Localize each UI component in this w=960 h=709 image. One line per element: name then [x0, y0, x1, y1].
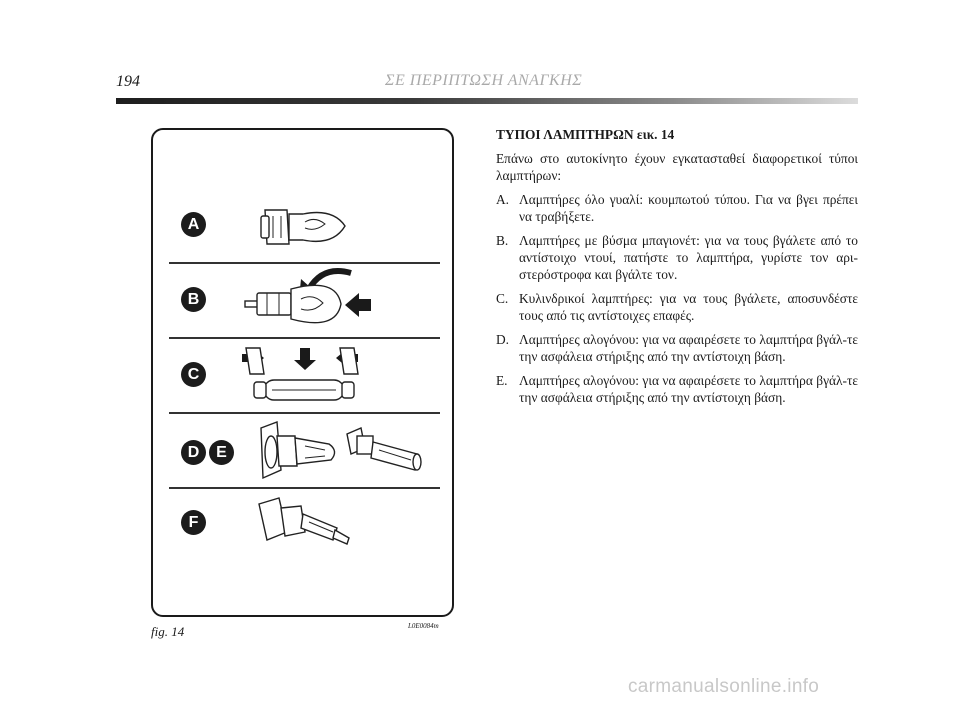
figure-divider [169, 337, 440, 339]
halogen-h1-bulb-icon [346, 427, 422, 471]
section-title: ΤΥΠΟΙ ΛΑΜΠΤΗΡΩΝ εικ. 14 [496, 127, 675, 142]
figure-code: L0E0084m [408, 622, 439, 630]
figure-letter-d: D [181, 440, 206, 465]
page-number: 194 [116, 73, 140, 90]
running-head: ΣΕ ΠΕΡΙΠΤΩΣΗ ΑΝΑΓΚΗΣ [385, 72, 583, 89]
list-item-label: A. [496, 192, 510, 207]
list-item-text: Λαμπτήρες όλο γυαλί: κουμπωτού τύπου. Γι… [519, 192, 858, 224]
list-item-label: B. [496, 233, 509, 248]
figure-caption: fig. 14 [151, 624, 185, 639]
figure-divider [169, 487, 440, 489]
figure-letter-c: C [181, 362, 206, 387]
header-rule [116, 98, 858, 104]
figure-letter-e: E [209, 440, 234, 465]
figure-letter-a: A [181, 212, 206, 237]
list-item: D. Λαμπτήρες αλογόνου: για να αφαιρέσετε… [496, 331, 858, 365]
wedge-bulb-icon [260, 209, 346, 245]
figure-letter-f: F [181, 510, 206, 535]
list-item: B. Λαμπτήρες με βύσμα μπαγιονέτ: για να … [496, 232, 858, 283]
list-item-label: D. [496, 332, 510, 347]
list-item-text: Κυλινδρικοί λαμπτήρες: για να τους βγάλε… [519, 291, 858, 323]
figure-divider [169, 412, 440, 414]
bayonet-bulb-icon [244, 268, 371, 324]
list-item: E. Λαμπτήρες αλογόνου: για να αφαιρέσετε… [496, 372, 858, 406]
xenon-bulb-icon [258, 497, 350, 545]
list-item-text: Λαμπτήρες με βύσμα μπαγιονέτ: για να του… [519, 233, 858, 282]
festoon-bulb-icon [242, 347, 359, 401]
section-intro: Επάνω στο αυτοκίνητο έχουν εγκατασταθεί … [496, 151, 858, 183]
figure-divider [169, 262, 440, 264]
watermark: carmanualsonline.info [628, 676, 820, 697]
halogen-h4-bulb-icon [260, 421, 336, 480]
list-item-text: Λαμπτήρες αλογόνου: για να αφαιρέσετε το… [519, 373, 858, 405]
list-item: C. Κυλινδρικοί λαμπτήρες: για να τους βγ… [496, 290, 858, 324]
list-item-label: E. [496, 373, 508, 388]
list-item: A. Λαμπτήρες όλο γυαλί: κουμπωτού τύπου.… [496, 191, 858, 225]
figure-frame: A B C D E F [151, 128, 454, 617]
content-column: ΤΥΠΟΙ ΛΑΜΠΤΗΡΩΝ εικ. 14 Επάνω στο αυτοκί… [496, 126, 858, 413]
list-item-text: Λαμπτήρες αλογόνου: για να αφαιρέσετε το… [519, 332, 858, 364]
figure-letter-b: B [181, 287, 206, 312]
list-item-label: C. [496, 291, 509, 306]
bulb-type-list: A. Λαμπτήρες όλο γυαλί: κουμπωτού τύπου.… [496, 191, 858, 406]
